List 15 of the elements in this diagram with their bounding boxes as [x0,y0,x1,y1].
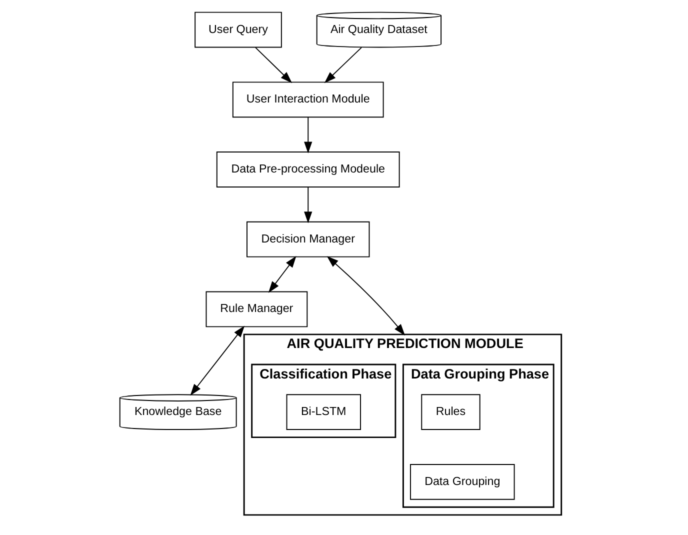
arrow [324,47,362,84]
arrow [304,116,312,154]
node-box: User Interaction Module [232,82,384,118]
node-box: Rule Manager [205,291,308,328]
node-box: User Query [194,12,282,48]
arrow [326,256,405,336]
arrow [268,256,296,293]
node-box: Bi-LSTM [286,394,360,430]
node-box: Decision Manager [246,221,370,258]
node-box: Data Pre-processing Modeule [216,152,400,188]
arrow [304,186,312,224]
arrow [190,326,244,396]
arrow [254,47,292,84]
node-box: Rules [420,394,480,430]
node-box: Data Grouping [410,464,514,500]
